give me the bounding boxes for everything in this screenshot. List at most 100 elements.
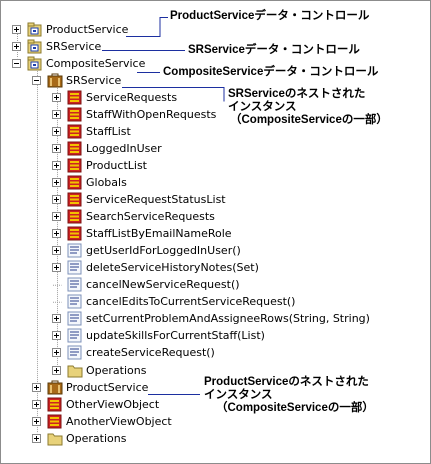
expand-icon[interactable] [52, 246, 61, 256]
tree-node-label: SRService [66, 73, 122, 87]
tree-node-label: Globals [86, 175, 127, 189]
collection-icon [67, 107, 83, 122]
annotation-composite-service-dc: CompositeServiceデータ・コントロール [163, 66, 379, 78]
tree-node[interactable]: getUserIdForLoggedInUser() [52, 242, 241, 259]
expand-icon[interactable] [32, 399, 41, 409]
collection-icon [67, 175, 83, 190]
tree-node[interactable]: Operations [32, 430, 126, 447]
expand-icon[interactable] [52, 143, 61, 153]
tree-node-label: StaffList [86, 124, 131, 138]
method-icon [67, 294, 83, 309]
folder-icon [67, 363, 83, 378]
expand-icon[interactable] [52, 365, 61, 375]
collection-icon [67, 124, 83, 139]
tree-node-label: ServiceRequests [86, 90, 178, 104]
tree-node[interactable]: ProductList [52, 157, 147, 174]
service-folder-icon [47, 380, 63, 395]
expand-icon[interactable] [52, 331, 61, 341]
expand-icon[interactable] [52, 263, 61, 273]
tree-node[interactable]: cancelEditsToCurrentServiceRequest() [52, 293, 295, 310]
method-icon [67, 277, 83, 292]
datacontrol-icon [27, 22, 43, 37]
annotation-product-nested-line1: ProductServiceのネストされた [204, 376, 369, 388]
expand-icon[interactable] [12, 41, 21, 51]
expand-icon[interactable] [52, 109, 61, 119]
annotation-product-nested-line3: （CompositeServiceの一部） [216, 402, 374, 414]
tree-node-label: deleteServiceHistoryNotes(Set) [86, 261, 259, 275]
tree-node[interactable]: StaffWithOpenRequests [52, 106, 216, 123]
tree-node[interactable]: OtherViewObject [32, 396, 159, 413]
tree-node[interactable]: setCurrentProblemAndAssigneeRows(String,… [52, 310, 370, 327]
tree-node-label: createServiceRequest() [86, 346, 215, 360]
tree-node[interactable]: cancelNewServiceRequest() [52, 276, 240, 293]
expand-icon[interactable] [52, 160, 61, 170]
collection-icon [47, 397, 63, 412]
tree-node-label: StaffListByEmailNameRole [86, 227, 232, 241]
tree-node-label: Operations [66, 431, 127, 445]
expand-icon[interactable] [52, 177, 61, 187]
tree-node[interactable]: AnotherViewObject [32, 413, 172, 430]
tree-node[interactable]: deleteServiceHistoryNotes(Set) [52, 259, 259, 276]
tree-node-label: ProductService [66, 380, 149, 394]
expand-icon[interactable] [52, 229, 61, 239]
method-icon [67, 260, 83, 275]
collapse-icon[interactable] [12, 58, 21, 68]
tree-node[interactable]: ServiceRequestStatusList [52, 191, 226, 208]
expand-icon[interactable] [52, 126, 61, 136]
collection-icon [67, 192, 83, 207]
service-folder-icon [47, 73, 63, 88]
annotation-sr-nested-line3: （CompositeServiceの一部） [230, 114, 388, 126]
tree-node-label: cancelEditsToCurrentServiceRequest() [86, 295, 296, 309]
tree-node[interactable]: ProductService [32, 379, 148, 396]
tree-node[interactable]: SearchServiceRequests [52, 208, 215, 225]
tree-node-label: getUserIdForLoggedInUser() [86, 244, 241, 258]
tree-node-label: AnotherViewObject [66, 414, 172, 428]
tree-node[interactable]: ProductService [12, 21, 128, 38]
collapse-icon[interactable] [32, 75, 41, 85]
method-icon [67, 345, 83, 360]
tree-node[interactable]: updateSkillsForCurrentStaff(List) [52, 327, 265, 344]
collection-icon [67, 226, 83, 241]
expand-icon[interactable] [52, 212, 61, 222]
method-icon [67, 328, 83, 343]
tree-node[interactable]: LoggedInUser [52, 140, 162, 157]
tree-node[interactable]: StaffList [52, 123, 131, 140]
tree-node[interactable]: StaffListByEmailNameRole [52, 225, 232, 242]
tree-node[interactable]: SRService [12, 38, 101, 55]
tree-node-label: ProductService [46, 22, 129, 36]
expand-icon[interactable] [12, 24, 21, 34]
annotation-sr-nested-line2: インスタンス [228, 101, 297, 113]
expand-icon[interactable] [52, 92, 61, 102]
collection-icon [47, 414, 63, 429]
expand-icon[interactable] [32, 433, 41, 443]
method-icon [67, 311, 83, 326]
method-icon [67, 243, 83, 258]
expand-icon[interactable] [52, 348, 61, 358]
expand-icon[interactable] [32, 416, 41, 426]
tree-node-label: SRService [46, 39, 102, 53]
datacontrol-icon [27, 56, 43, 71]
tree-node-label: CompositeService [46, 56, 146, 70]
folder-icon [47, 431, 63, 446]
tree-node-label: SearchServiceRequests [86, 210, 215, 224]
tree-node-label: StaffWithOpenRequests [86, 107, 217, 121]
tree-node[interactable]: Operations [52, 362, 146, 379]
annotation-sr-service-dc: SRServiceデータ・コントロール [188, 44, 360, 56]
expand-icon[interactable] [52, 195, 61, 204]
datacontrol-icon [27, 39, 43, 54]
tree-node[interactable]: createServiceRequest() [52, 344, 215, 361]
tree-node-label: ServiceRequestStatusList [86, 193, 226, 206]
annotation-product-service-dc: ProductServiceデータ・コントロール [170, 10, 370, 22]
collection-icon [67, 158, 83, 173]
tree-node[interactable]: CompositeService [12, 55, 145, 72]
callout-line [122, 87, 225, 102]
tree-node[interactable]: SRService [32, 72, 121, 89]
collection-icon [67, 209, 83, 224]
tree-node[interactable]: ServiceRequests [52, 89, 177, 106]
collection-icon [67, 141, 83, 156]
expand-icon[interactable] [52, 314, 61, 324]
tree-node-label: Operations [86, 363, 147, 377]
annotation-sr-nested-line1: SRServiceのネストされた [228, 88, 366, 100]
tree-node[interactable]: Globals [52, 174, 127, 191]
expand-icon[interactable] [32, 382, 41, 392]
